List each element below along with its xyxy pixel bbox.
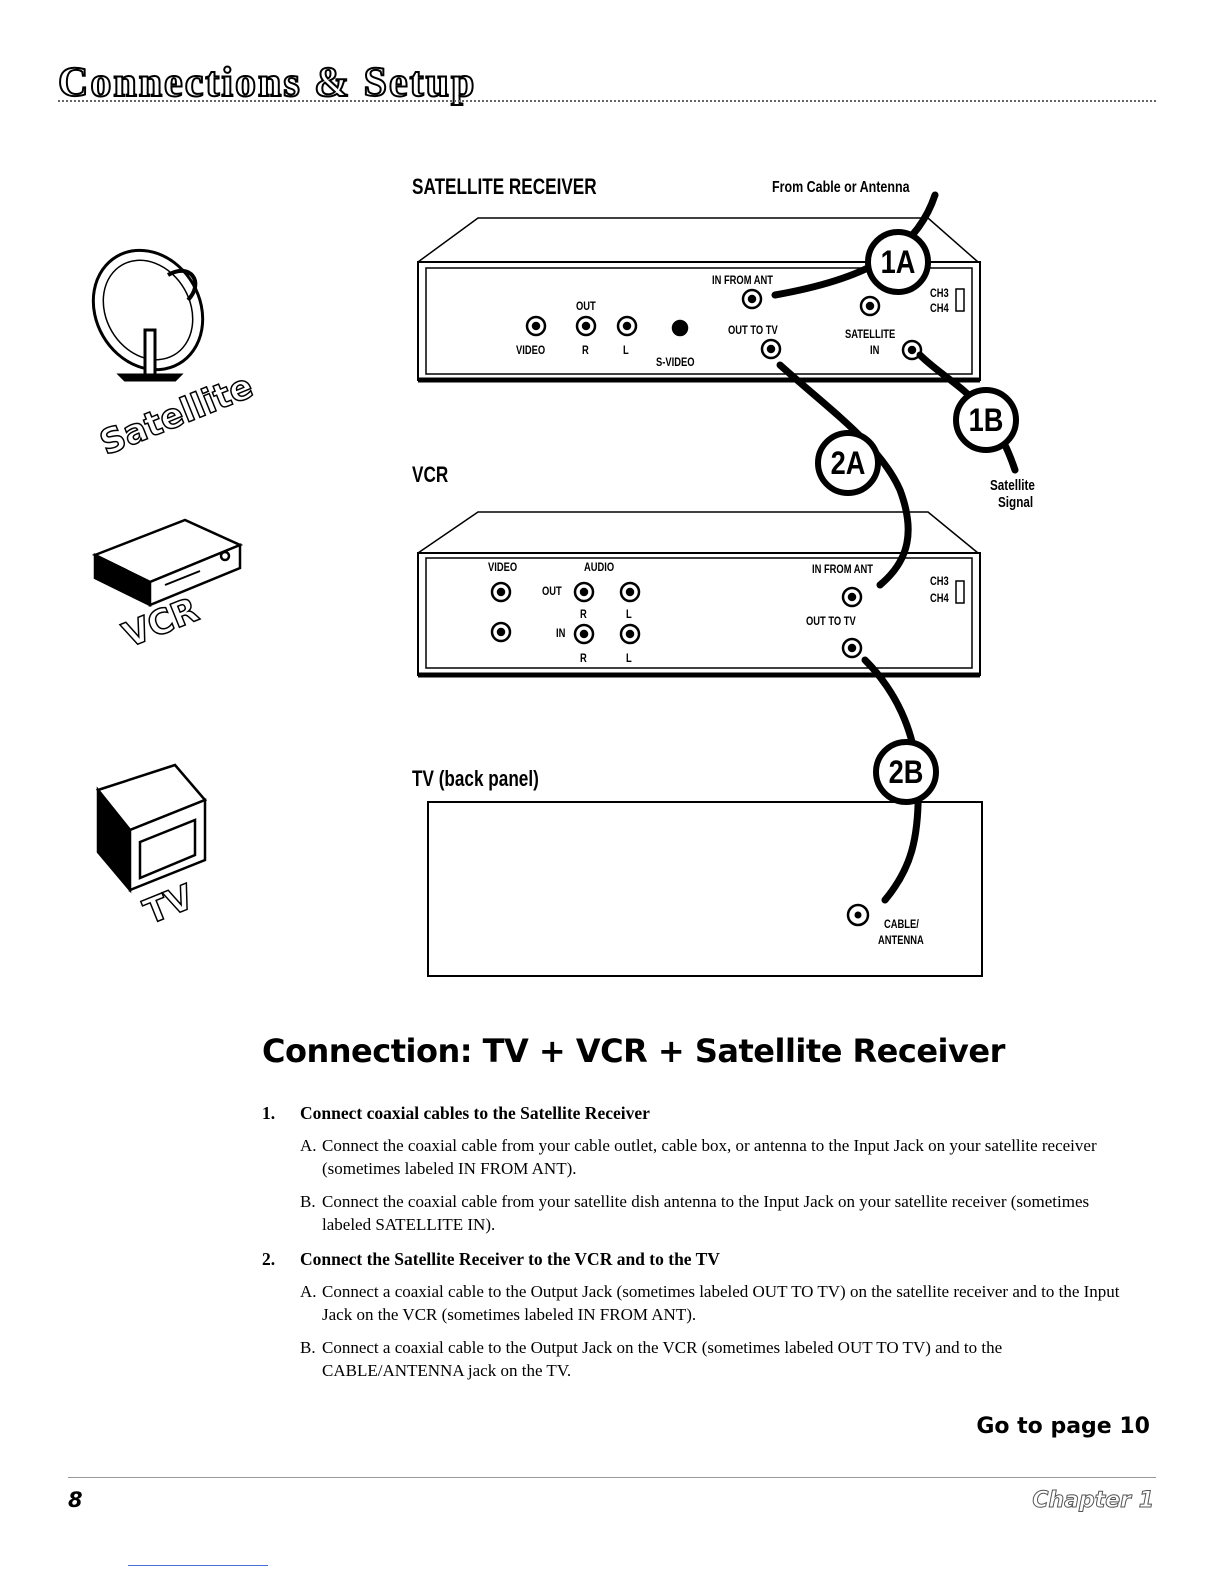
- receiver-video-label: VIDEO: [516, 343, 546, 357]
- header-divider: [58, 100, 1156, 102]
- from-cable-label: From Cable or Antenna: [772, 179, 910, 196]
- go-to-page-link[interactable]: Go to page 10: [976, 1414, 1150, 1439]
- step-1a: A. Connect the coaxial cable from your c…: [262, 1134, 1142, 1180]
- step-2a-letter: A.: [300, 1282, 317, 1301]
- receiver-out-to-tv-label: OUT TO TV: [728, 323, 778, 337]
- step-2a-text: Connect a coaxial cable to the Output Ja…: [322, 1282, 1120, 1324]
- section-title: Connection: TV + VCR + Satellite Receive…: [262, 1032, 1005, 1070]
- receiver-l-label: L: [623, 343, 629, 357]
- vcr-in-from-ant-label: IN FROM ANT: [812, 562, 874, 576]
- vcr-ch4-label: CH4: [930, 591, 949, 605]
- step-2b-letter: B.: [300, 1338, 316, 1357]
- page-number: 8: [68, 1488, 83, 1512]
- receiver-in-label: IN: [870, 343, 880, 357]
- vcr-in-label: IN: [556, 626, 566, 640]
- badge-1b: [953, 387, 1019, 453]
- step-2-number: 2.: [262, 1249, 276, 1269]
- vcr-out-label: OUT: [542, 584, 562, 598]
- receiver-ch4-label: CH4: [930, 301, 949, 315]
- tv-cable-label: CABLE/: [884, 917, 919, 931]
- step-1-title: 1. Connect coaxial cables to the Satellit…: [262, 1102, 1142, 1125]
- badge-2a-label: 2A: [830, 445, 866, 481]
- step-1-heading: Connect coaxial cables to the Satellite …: [300, 1103, 650, 1123]
- vcr-sidebar-icon: [91, 518, 244, 608]
- step-1b: B. Connect the coaxial cable from your s…: [262, 1190, 1142, 1236]
- receiver-in-from-ant-label: IN FROM ANT: [712, 273, 774, 287]
- step-1: 1. Connect coaxial cables to the Satellit…: [262, 1102, 1142, 1236]
- step-1a-letter: A.: [300, 1136, 317, 1155]
- vcr-box: [417, 511, 981, 678]
- tv-antenna-label: ANTENNA: [878, 933, 924, 947]
- step-1a-text: Connect the coaxial cable from your cabl…: [322, 1136, 1097, 1178]
- footer-divider: [68, 1477, 1156, 1478]
- step-2a: A. Connect a coaxial cable to the Output…: [262, 1280, 1142, 1326]
- vcr-out-to-tv-label: OUT TO TV: [806, 614, 856, 628]
- step-2b: B. Connect a coaxial cable to the Output…: [262, 1336, 1142, 1382]
- badge-1a-label: 1A: [880, 244, 916, 280]
- connection-diagram: [91, 191, 1019, 977]
- page-header-title: Connections & Setup: [57, 60, 477, 106]
- vcr-in-r-label: R: [580, 651, 587, 665]
- vcr-jacks: [490, 580, 965, 659]
- step-1b-letter: B.: [300, 1192, 316, 1211]
- vcr-out-l-label: L: [626, 607, 632, 621]
- tv-back-panel: [427, 801, 983, 977]
- satellite-signal-label-1: Satellite: [990, 477, 1035, 494]
- vcr-ch3-label: CH3: [930, 574, 949, 588]
- badge-2b: [873, 739, 939, 805]
- bottom-divider: [128, 1565, 268, 1566]
- receiver-jacks: [525, 288, 965, 361]
- step-1b-text: Connect the coaxial cable from your sate…: [322, 1192, 1090, 1234]
- satellite-receiver-label: SATELLITE RECEIVER: [412, 174, 597, 199]
- vcr-in-l-label: L: [626, 651, 632, 665]
- vcr-audio-label: AUDIO: [584, 560, 615, 574]
- vcr-video-label: VIDEO: [488, 560, 518, 574]
- badge-2a: [815, 430, 881, 496]
- satellite-signal-label-2: Signal: [998, 494, 1034, 511]
- step-1-number: 1.: [262, 1103, 276, 1123]
- badge-2b-label: 2B: [888, 754, 924, 790]
- satellite-dish-icon: [91, 248, 205, 382]
- vcr-label: VCR: [412, 462, 449, 487]
- receiver-satellite-label: SATELLITE: [845, 327, 896, 341]
- receiver-ch3-label: CH3: [930, 286, 949, 300]
- step-2-heading: Connect the Satellite Receiver to the VC…: [300, 1249, 720, 1269]
- badge-1b-label: 1B: [968, 402, 1004, 438]
- receiver-r-label: R: [582, 343, 589, 357]
- step-2b-text: Connect a coaxial cable to the Output Ja…: [322, 1338, 1003, 1380]
- step-2: 2. Connect the Satellite Receiver to the …: [262, 1248, 1142, 1382]
- receiver-svideo-label: S-VIDEO: [656, 355, 695, 369]
- vcr-out-r-label: R: [580, 607, 587, 621]
- badge-1a: [865, 229, 931, 295]
- tv-back-panel-label: TV (back panel): [412, 766, 539, 791]
- tv-sidebar-icon: [95, 763, 208, 894]
- receiver-out-label: OUT: [576, 299, 596, 313]
- instruction-steps: 1. Connect coaxial cables to the Satellit…: [262, 1102, 1142, 1394]
- step-2-title: 2. Connect the Satellite Receiver to the …: [262, 1248, 1142, 1271]
- chapter-label: Chapter 1: [1032, 1488, 1155, 1514]
